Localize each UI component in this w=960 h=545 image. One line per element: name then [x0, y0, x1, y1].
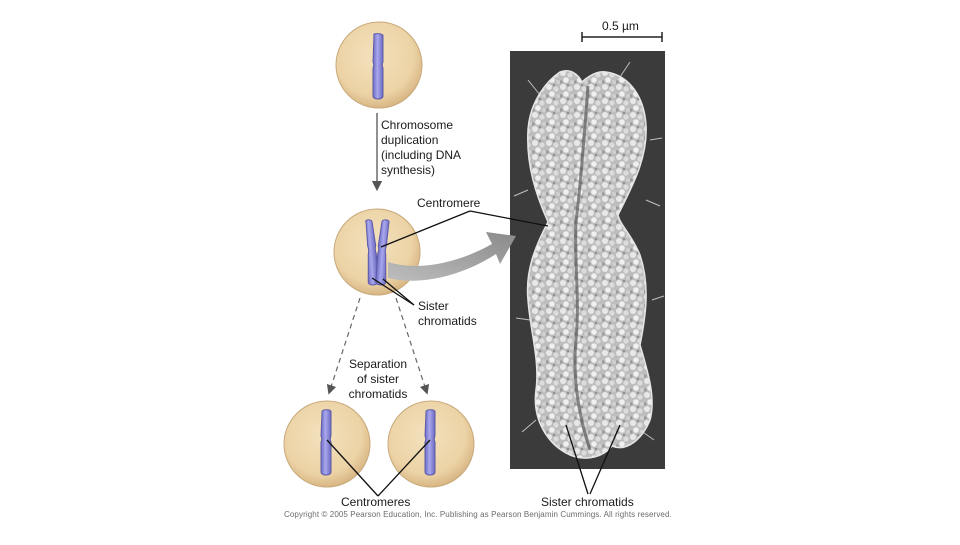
sister-pointer-left [371, 277, 415, 306]
daughter-cell-left [283, 400, 371, 488]
sem-sister-pointer-right [589, 424, 621, 495]
centromere-pointer [380, 210, 471, 248]
centromeres-pointer-left [326, 439, 379, 497]
cell-duplicated [333, 208, 421, 296]
sem-chromosome [526, 70, 653, 459]
separation-arrow-right [395, 297, 430, 395]
micrograph-panel [510, 51, 665, 469]
centromeres-pointer-right [377, 439, 431, 497]
cell-before-duplication [335, 21, 423, 109]
sem-sister-chromatids-label: Sister chromatids [541, 495, 634, 509]
centromeres-label: Centromeres [341, 495, 411, 509]
zoom-arrow [388, 232, 516, 281]
scale-bar [581, 32, 663, 42]
daughter-cell-right [387, 400, 475, 488]
duplication-label: Chromosome duplication (including DNA sy… [381, 118, 462, 177]
scale-bar-label: 0.5 µm [602, 19, 639, 33]
copyright-notice: Copyright © 2005 Pearson Education, Inc.… [284, 510, 672, 519]
chromatid-left [320, 409, 332, 476]
sem-sister-pointer-left [565, 424, 589, 495]
centromere-pointer-sem [469, 210, 549, 227]
chromatid-right [424, 409, 436, 476]
single-chromosome [372, 33, 384, 100]
centromere-label: Centromere [417, 196, 481, 210]
sister-pointer-right [382, 278, 415, 306]
duplicated-chromosome [365, 219, 390, 286]
sister-chromatids-label: Sister chromatids [418, 299, 477, 328]
separation-arrow-left [326, 297, 361, 395]
separation-label: Separation of sister chromatids [348, 357, 408, 401]
